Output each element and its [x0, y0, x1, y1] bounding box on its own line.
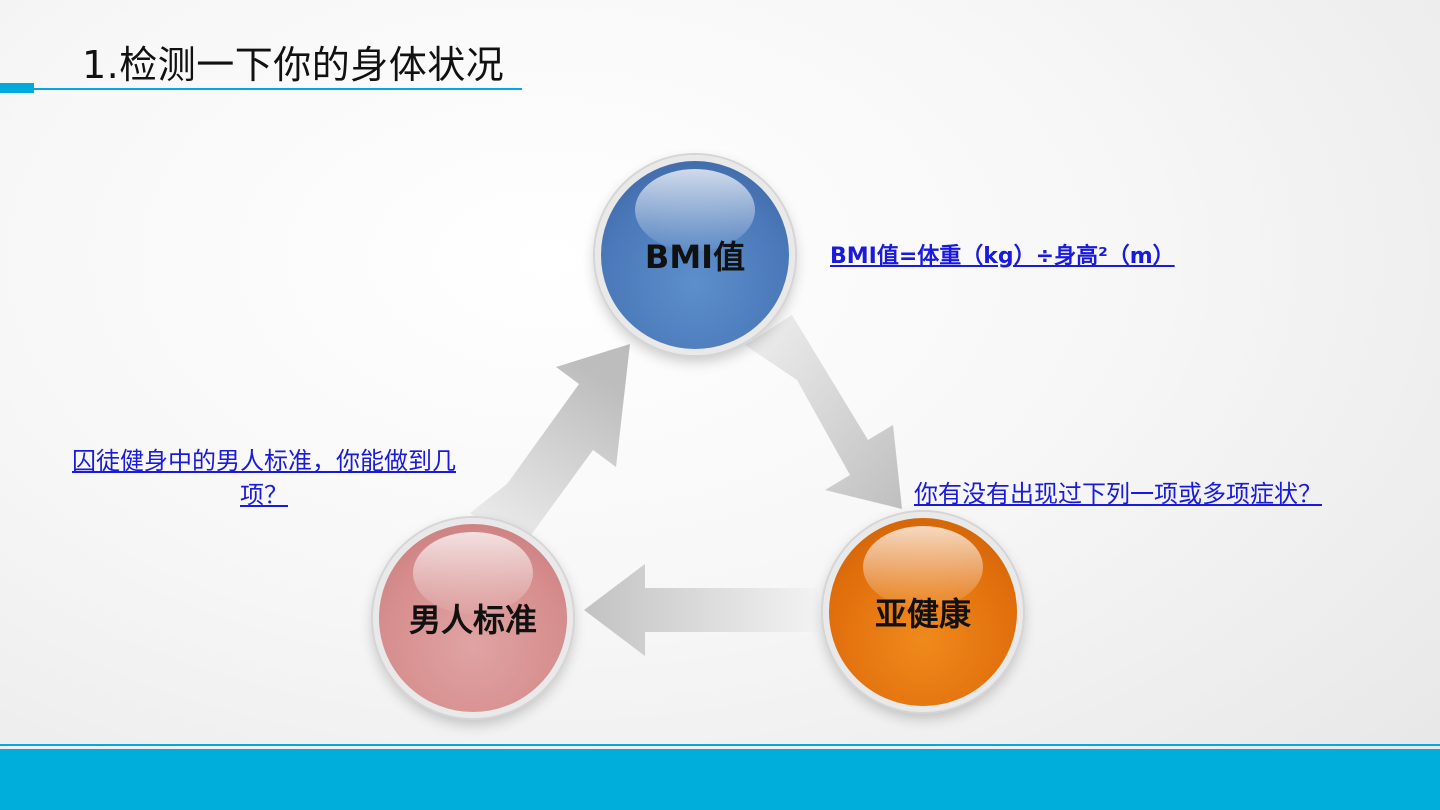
man-standard-circle: 男人标准 [373, 518, 573, 718]
slide-title: 1.检测一下你的身体状况 [82, 43, 505, 87]
arrow-subhealth-to-man [584, 564, 818, 656]
bmi-circle-label: BMI值 [644, 238, 746, 276]
man-standard-question-link[interactable]: 囚徒健身中的男人标准，你能做到几项？ [72, 447, 456, 509]
title-accent-bar [0, 83, 34, 93]
arrow-bmi-to-subhealth [745, 315, 902, 509]
man-standard-circle-label: 男人标准 [408, 601, 537, 639]
footer-band [0, 749, 1440, 810]
bmi-circle: BMI值 [595, 155, 795, 355]
footer-divider [0, 744, 1440, 746]
bmi-formula-link[interactable]: BMI值=体重（kg）÷身高²（m） [830, 244, 1175, 269]
arrow-man-to-bmi [470, 344, 630, 550]
title-underline [34, 88, 522, 90]
sub-health-circle-label: 亚健康 [874, 595, 971, 633]
sub-health-question-link[interactable]: 你有没有出现过下列一项或多项症状？ [914, 480, 1322, 508]
sub-health-circle: 亚健康 [823, 512, 1023, 712]
